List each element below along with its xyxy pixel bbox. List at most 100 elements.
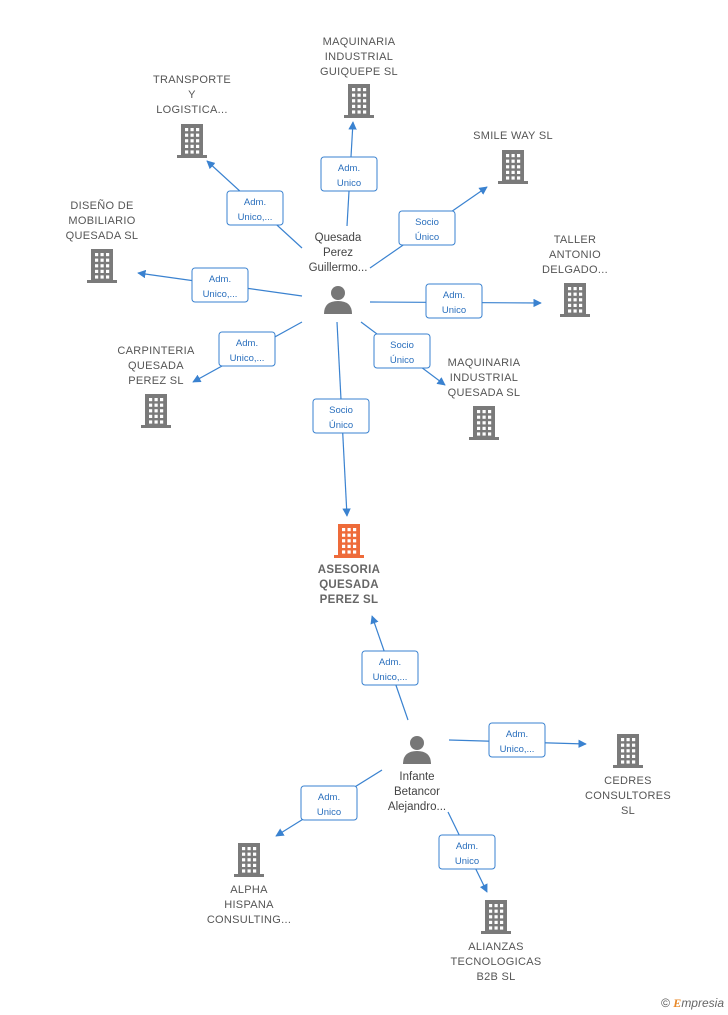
edge-label-text: Unico,...	[500, 744, 535, 755]
edge-label-box	[361, 650, 419, 686]
edge-person1-to-maq_guiquepe: Adm. Unico	[320, 121, 378, 227]
node-label: MOBILIARIO	[68, 215, 135, 227]
company-node-transporte[interactable]: TRANSPORTEYLOGISTICA...	[153, 74, 231, 158]
building-icon	[87, 249, 117, 283]
node-label: HISPANA	[224, 899, 274, 911]
edge-label[interactable]: Adm. Unico	[300, 785, 358, 821]
edge-label[interactable]: Adm. Unico,...	[218, 331, 276, 367]
node-label: LOGISTICA...	[156, 104, 227, 116]
node-label: TALLER	[554, 234, 597, 246]
building-icon	[613, 734, 643, 768]
edge-label-box	[300, 785, 358, 821]
edge-label-text: Unico	[317, 807, 341, 818]
building-icon	[141, 394, 171, 428]
edge-label[interactable]: Adm.Unico	[425, 283, 483, 319]
edge-label-text: Adm.	[236, 338, 258, 349]
company-node-alpha[interactable]: ALPHA HISPANA CONSULTING...	[207, 843, 291, 926]
edge-person1-to-transporte: Adm.Unico,...	[206, 160, 303, 249]
building-icon	[498, 150, 528, 184]
node-label: Alejandro...	[388, 801, 446, 813]
node-label: Betancor	[394, 786, 440, 798]
node-label: INDUSTRIAL	[325, 51, 393, 63]
edge-label[interactable]: Adm. Unico	[320, 156, 378, 192]
edge-label-text: Adm.	[338, 163, 360, 174]
node-label: Perez	[323, 247, 353, 259]
edge-label-text: Unico	[337, 178, 361, 189]
edge-label-box	[373, 333, 431, 369]
node-label: CARPINTERIA	[117, 345, 195, 357]
building-icon	[481, 900, 511, 934]
node-label: ANTONIO	[549, 249, 601, 261]
person-node-person2[interactable]: InfanteBetancorAlejandro...	[388, 736, 446, 813]
edge-person2-to-cedres: Adm. Unico,...	[448, 722, 587, 758]
edge-label-text: Único	[390, 355, 414, 366]
node-label: ALPHA	[230, 884, 268, 896]
building-icon	[469, 406, 499, 440]
node-label: DELGADO...	[542, 264, 608, 276]
person-node-person1[interactable]: QuesadaPerezGuillermo...	[309, 232, 368, 314]
edge-label-text: Único	[415, 232, 439, 243]
node-label: Y	[188, 89, 196, 101]
company-node-diseno[interactable]: DISEÑO DE MOBILIARIO QUESADA SL	[66, 199, 139, 283]
edge-label[interactable]: Adm.Unico,...	[226, 190, 284, 226]
edge-label-box	[488, 722, 546, 758]
node-label: CEDRES	[604, 775, 652, 787]
building-icon	[560, 283, 590, 317]
company-node-taller[interactable]: TALLER ANTONIO DELGADO...	[542, 234, 608, 317]
edge-label-box	[191, 267, 249, 303]
node-label: ALIANZAS	[468, 941, 524, 953]
edge-person1-to-taller: Adm.Unico	[369, 283, 542, 319]
company-node-smile[interactable]: SMILE WAY SL	[473, 130, 553, 184]
person-icon	[403, 736, 431, 764]
node-label: QUESADA	[128, 360, 184, 372]
edge-label[interactable]: Adm.Unico,...	[361, 650, 419, 686]
edge-label[interactable]: Adm.Unico,...	[191, 267, 249, 303]
edge-label-text: Socio	[329, 405, 353, 416]
edges-layer: Adm.UnicoAdm.Unico,...SocioÚnicoAdm.Unic…	[137, 121, 587, 893]
edge-label-text: Único	[329, 420, 353, 431]
node-label: PEREZ SL	[320, 594, 379, 606]
edge-label-text: Socio	[390, 340, 414, 351]
node-label: GUIQUEPE SL	[320, 66, 398, 78]
edge-label-text: Adm.	[244, 197, 266, 208]
edge-label-box	[438, 834, 496, 870]
node-label: CONSULTORES	[585, 790, 671, 802]
company-node-cedres[interactable]: CEDRES CONSULTORES SL	[585, 734, 671, 817]
brand-logo-text: mpresia	[681, 996, 724, 1010]
edge-label-box	[218, 331, 276, 367]
edge-label[interactable]: Adm.Unico	[438, 834, 496, 870]
building-icon	[344, 84, 374, 118]
edge-label-text: Unico,...	[203, 289, 238, 300]
node-label: TECNOLOGICAS	[450, 956, 541, 968]
building-icon	[234, 843, 264, 877]
edge-person1-to-carpinteria: Adm. Unico,...	[192, 321, 303, 383]
edge-person2-to-alpha: Adm. Unico	[275, 769, 383, 837]
brand-logo-letter: E	[673, 996, 682, 1010]
edge-label-text: Unico,...	[230, 353, 265, 364]
edge-label[interactable]: Adm. Unico,...	[488, 722, 546, 758]
node-label: QUESADA SL	[448, 387, 521, 399]
node-label: SL	[621, 805, 635, 817]
edge-person1-to-diseno: Adm.Unico,...	[137, 267, 303, 303]
edge-label-text: Unico,...	[373, 672, 408, 683]
edge-label-text: Socio	[415, 217, 439, 228]
company-node-alianzas[interactable]: ALIANZAS TECNOLOGICAS B2B SL	[450, 900, 541, 983]
node-label: DISEÑO DE	[70, 199, 133, 212]
node-label: SMILE WAY SL	[473, 130, 553, 142]
node-label: ASESORIA	[318, 564, 380, 576]
edge-label-text: Adm.	[506, 729, 528, 740]
node-label: B2B SL	[476, 971, 515, 983]
edge-label-text: Adm.	[456, 841, 478, 852]
edge-label-text: Adm.	[318, 792, 340, 803]
node-label: QUESADA SL	[66, 230, 139, 242]
node-label: CONSULTING...	[207, 914, 291, 926]
node-label: MAQUINARIA	[448, 357, 521, 369]
